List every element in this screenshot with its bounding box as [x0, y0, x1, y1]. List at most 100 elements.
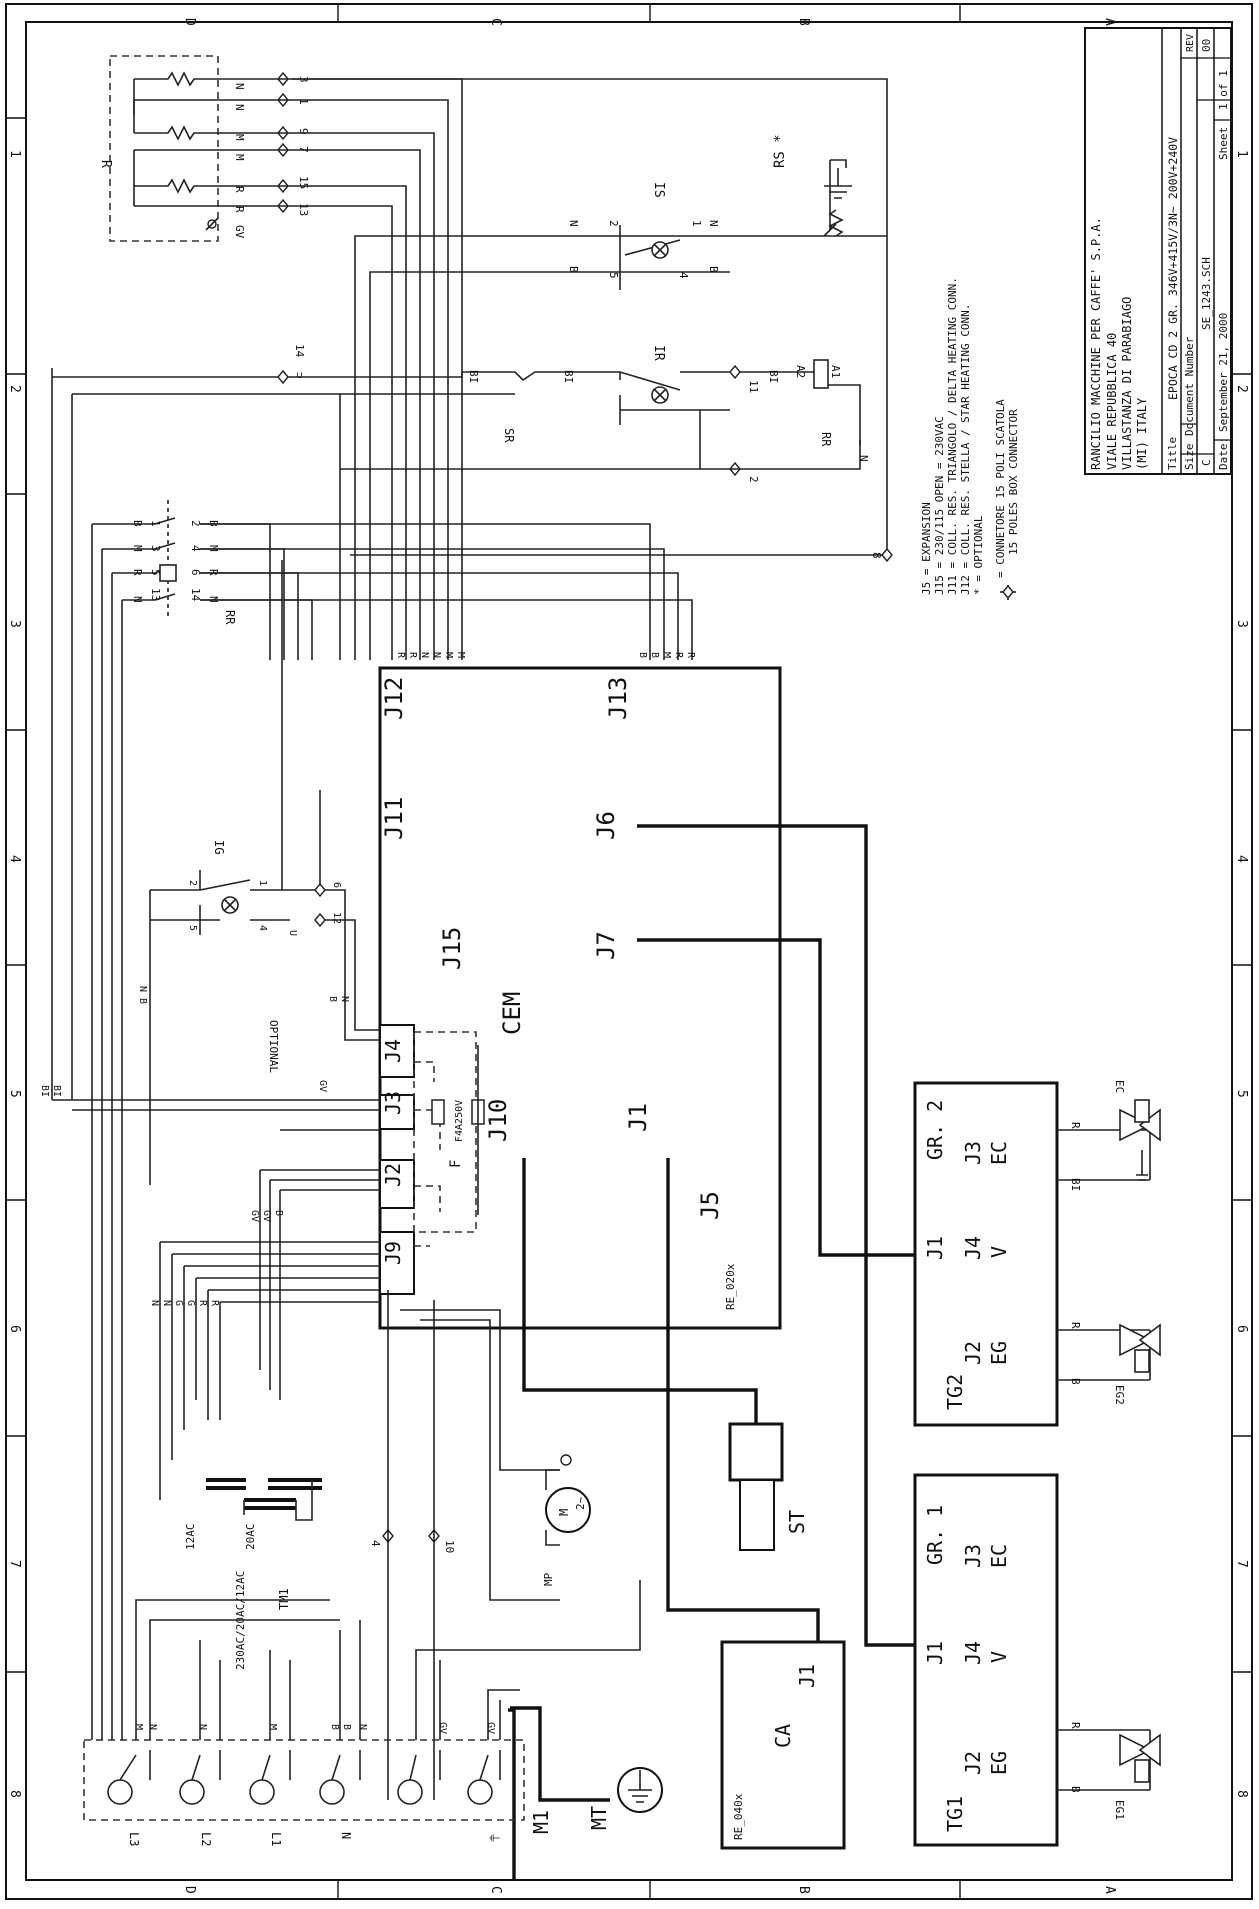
connector-12 — [314, 912, 326, 928]
tg2-group: GR. 2 — [923, 1100, 947, 1160]
rs-label: RS * — [772, 134, 788, 168]
inner-frame — [25, 21, 1233, 1881]
tg1-j1: J1 — [923, 1641, 947, 1665]
tg1-group: GR. 1 — [923, 1505, 947, 1565]
rev-value: 00 — [1200, 39, 1213, 52]
legend-line-5: * = OPTIONAL — [972, 515, 985, 595]
mt-label: MT — [587, 1806, 611, 1830]
connector-label-1: 1 — [297, 98, 310, 105]
j13-wire-2: B — [649, 652, 660, 658]
valve-wire-b-eg1: B — [1069, 1786, 1082, 1793]
valve-eg2-symbol — [1119, 1323, 1161, 1373]
m1-wire-4: M — [267, 1724, 278, 1730]
j-side-wires — [52, 1099, 381, 1500]
connector-symbol-legend — [1000, 584, 1016, 600]
cem-connector-j11: J11 — [380, 797, 408, 840]
sr-ir-group: 14 ⊃ SR IR 11 2 BI BI BI N A1 A2 RR — [51, 344, 870, 1100]
r-wire-label-5: R — [233, 186, 246, 193]
legend-connector-1: = CONNETORE 15 POLI SCATOLA — [994, 399, 1007, 578]
tg1-j3: J3 — [961, 1544, 985, 1568]
rr-wire-m-1: M — [131, 545, 144, 552]
zone-row-1-right: 1 — [1234, 150, 1249, 158]
valve-wire-r-eg1: R — [1069, 1722, 1082, 1729]
bus-4-10 — [387, 1290, 560, 1800]
transformer-tap-12: 12AC — [184, 1524, 197, 1551]
cem-connector-j5: J5 — [696, 1191, 724, 1220]
m1-wire-9: GV — [485, 1722, 496, 1734]
rr-contact-6: 6 — [189, 569, 202, 576]
tg1-v: V — [987, 1651, 1011, 1663]
m1-wire-7: N — [357, 1724, 368, 1730]
connector-label-2: 2 — [747, 476, 760, 483]
tg2-eg: EG — [987, 1341, 1011, 1365]
tg2-j1: J1 — [923, 1236, 947, 1260]
terminal-l1: L1 — [269, 1832, 283, 1846]
pump-motor: M 2~ MP — [542, 1454, 591, 1586]
legend-line-1: J5 = EXPANSION — [920, 502, 933, 595]
size-label: Size — [1183, 444, 1196, 471]
resistance-label: R — [98, 160, 113, 168]
m1-wire-3: N — [197, 1724, 208, 1730]
valves — [1057, 1099, 1161, 1791]
rr-contact-2: 2 — [189, 520, 202, 527]
is-wire-b-1: B — [567, 266, 580, 273]
cem-connector-j13: J13 — [604, 677, 632, 720]
zone-row-3-right: 3 — [1234, 620, 1249, 628]
zone-row-8-right: 8 — [1234, 1790, 1249, 1798]
cem-side-j3: J3 — [381, 1091, 405, 1115]
zone-row-5-right: 5 — [1234, 1090, 1249, 1098]
title-label: Title — [1166, 437, 1179, 470]
cem-connector-j12: J12 — [380, 677, 408, 720]
cem-side-j4: J4 — [381, 1039, 405, 1063]
terminal-block-m1: M N N M B B N GV GV L3 L2 L1 N ⏚ M1 MT — [83, 1100, 663, 1846]
connector-label-4: 4 — [369, 1540, 382, 1547]
j9-wire-4: G — [185, 1300, 196, 1306]
transformer-label: TM1 — [277, 1588, 291, 1610]
signal-wires — [508, 824, 915, 1880]
cem-board: R R N N M M B B M R R J12 J13 J11 J6 J15… — [378, 652, 782, 1330]
rr-contact-14: 14 — [189, 588, 202, 602]
st-label: ST — [785, 1510, 809, 1534]
m1-wire-8: GV — [437, 1722, 448, 1734]
zone-row-3-left: 3 — [7, 620, 22, 628]
cem-connector-j6: J6 — [592, 811, 620, 840]
zone-col-c-bottom: C — [488, 1886, 503, 1894]
connector-8 — [881, 547, 893, 563]
tg2-j3: J3 — [961, 1141, 985, 1165]
j9-wire-2: N — [161, 1300, 172, 1306]
sheet-label: Sheet — [1217, 127, 1230, 160]
tg1-board: GR. 1 J1 J4 V J3 EC J2 EG TG1 — [913, 1473, 1059, 1847]
tg2-v: V — [987, 1246, 1011, 1258]
resistance-wires — [218, 78, 888, 660]
document-label: Document Number — [1183, 336, 1196, 436]
ca-name: CA — [771, 1724, 795, 1748]
rr-wire-b-1: B — [131, 520, 144, 527]
zone-row-1-left: 1 — [7, 150, 22, 158]
sheet-value: 1 of 1 — [1217, 70, 1230, 110]
valve-ec-label: EC — [1113, 1080, 1126, 1093]
valve-eg2-label: EG2 — [1113, 1385, 1126, 1405]
rr-contact-13: 13 — [149, 588, 162, 601]
cem-name: CEM — [498, 992, 526, 1035]
frame-ticks — [6, 4, 1252, 1899]
tg1-name: TG1 — [943, 1796, 967, 1832]
zone-row-4-left: 4 — [7, 855, 22, 863]
j13-wire-3: M — [661, 652, 672, 658]
m1-wire-1: M — [133, 1724, 144, 1730]
legend-line-3: J11 = COLL. RES. TRIANGOLO / DELTA HEATI… — [946, 277, 959, 595]
ig-label: IG — [212, 840, 226, 854]
transformer-tap-20: 20AC — [244, 1524, 257, 1551]
j12-wire-5: M — [443, 652, 454, 658]
cem-connector-j1: J1 — [624, 1103, 652, 1132]
u-label-14: ⊃ — [293, 372, 306, 379]
connector-11 — [729, 364, 741, 380]
j12-wire-1: R — [395, 652, 406, 659]
m1-wire-6: B — [341, 1724, 352, 1730]
ig-wire-b-1: B — [137, 998, 148, 1004]
rr-contact-5: 5 — [149, 569, 162, 576]
r-wire-label-3: M — [233, 134, 246, 141]
zone-row-5-left: 5 — [7, 1090, 22, 1098]
valve-eg1-symbol — [1119, 1733, 1161, 1783]
tg2-name: TG2 — [943, 1374, 967, 1410]
